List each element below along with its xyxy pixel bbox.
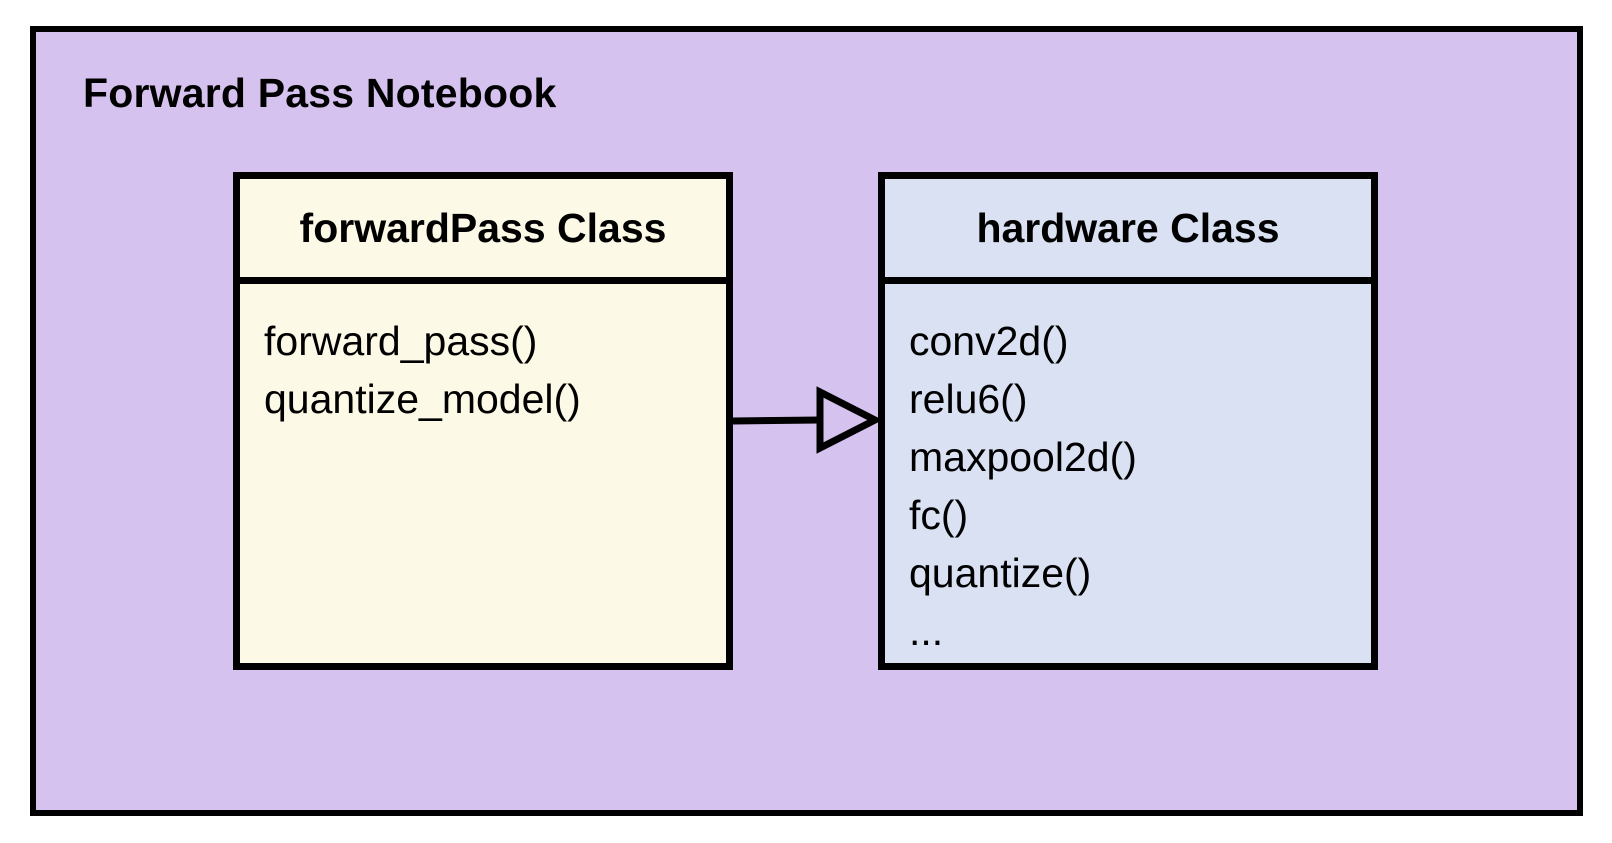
hardware-class-methods: conv2d() relu6() maxpool2d() fc() quanti…	[885, 284, 1371, 663]
forward-pass-class-name: forwardPass Class	[240, 179, 726, 284]
method-item: quantize()	[909, 550, 1092, 596]
forward-pass-class-methods: forward_pass() quantize_model()	[240, 284, 726, 663]
forward-pass-class-box: forwardPass Class forward_pass() quantiz…	[233, 172, 733, 670]
hardware-class-name: hardware Class	[885, 179, 1371, 284]
method-item: ...	[909, 608, 944, 654]
method-item: fc()	[909, 492, 969, 538]
method-item: relu6()	[909, 376, 1028, 422]
method-item: conv2d()	[909, 318, 1069, 364]
method-item: maxpool2d()	[909, 434, 1137, 480]
notebook-title: Forward Pass Notebook	[83, 70, 557, 116]
method-item: forward_pass()	[264, 318, 538, 364]
method-item: quantize_model()	[264, 376, 581, 422]
hardware-class-box: hardware Class conv2d() relu6() maxpool2…	[878, 172, 1378, 670]
